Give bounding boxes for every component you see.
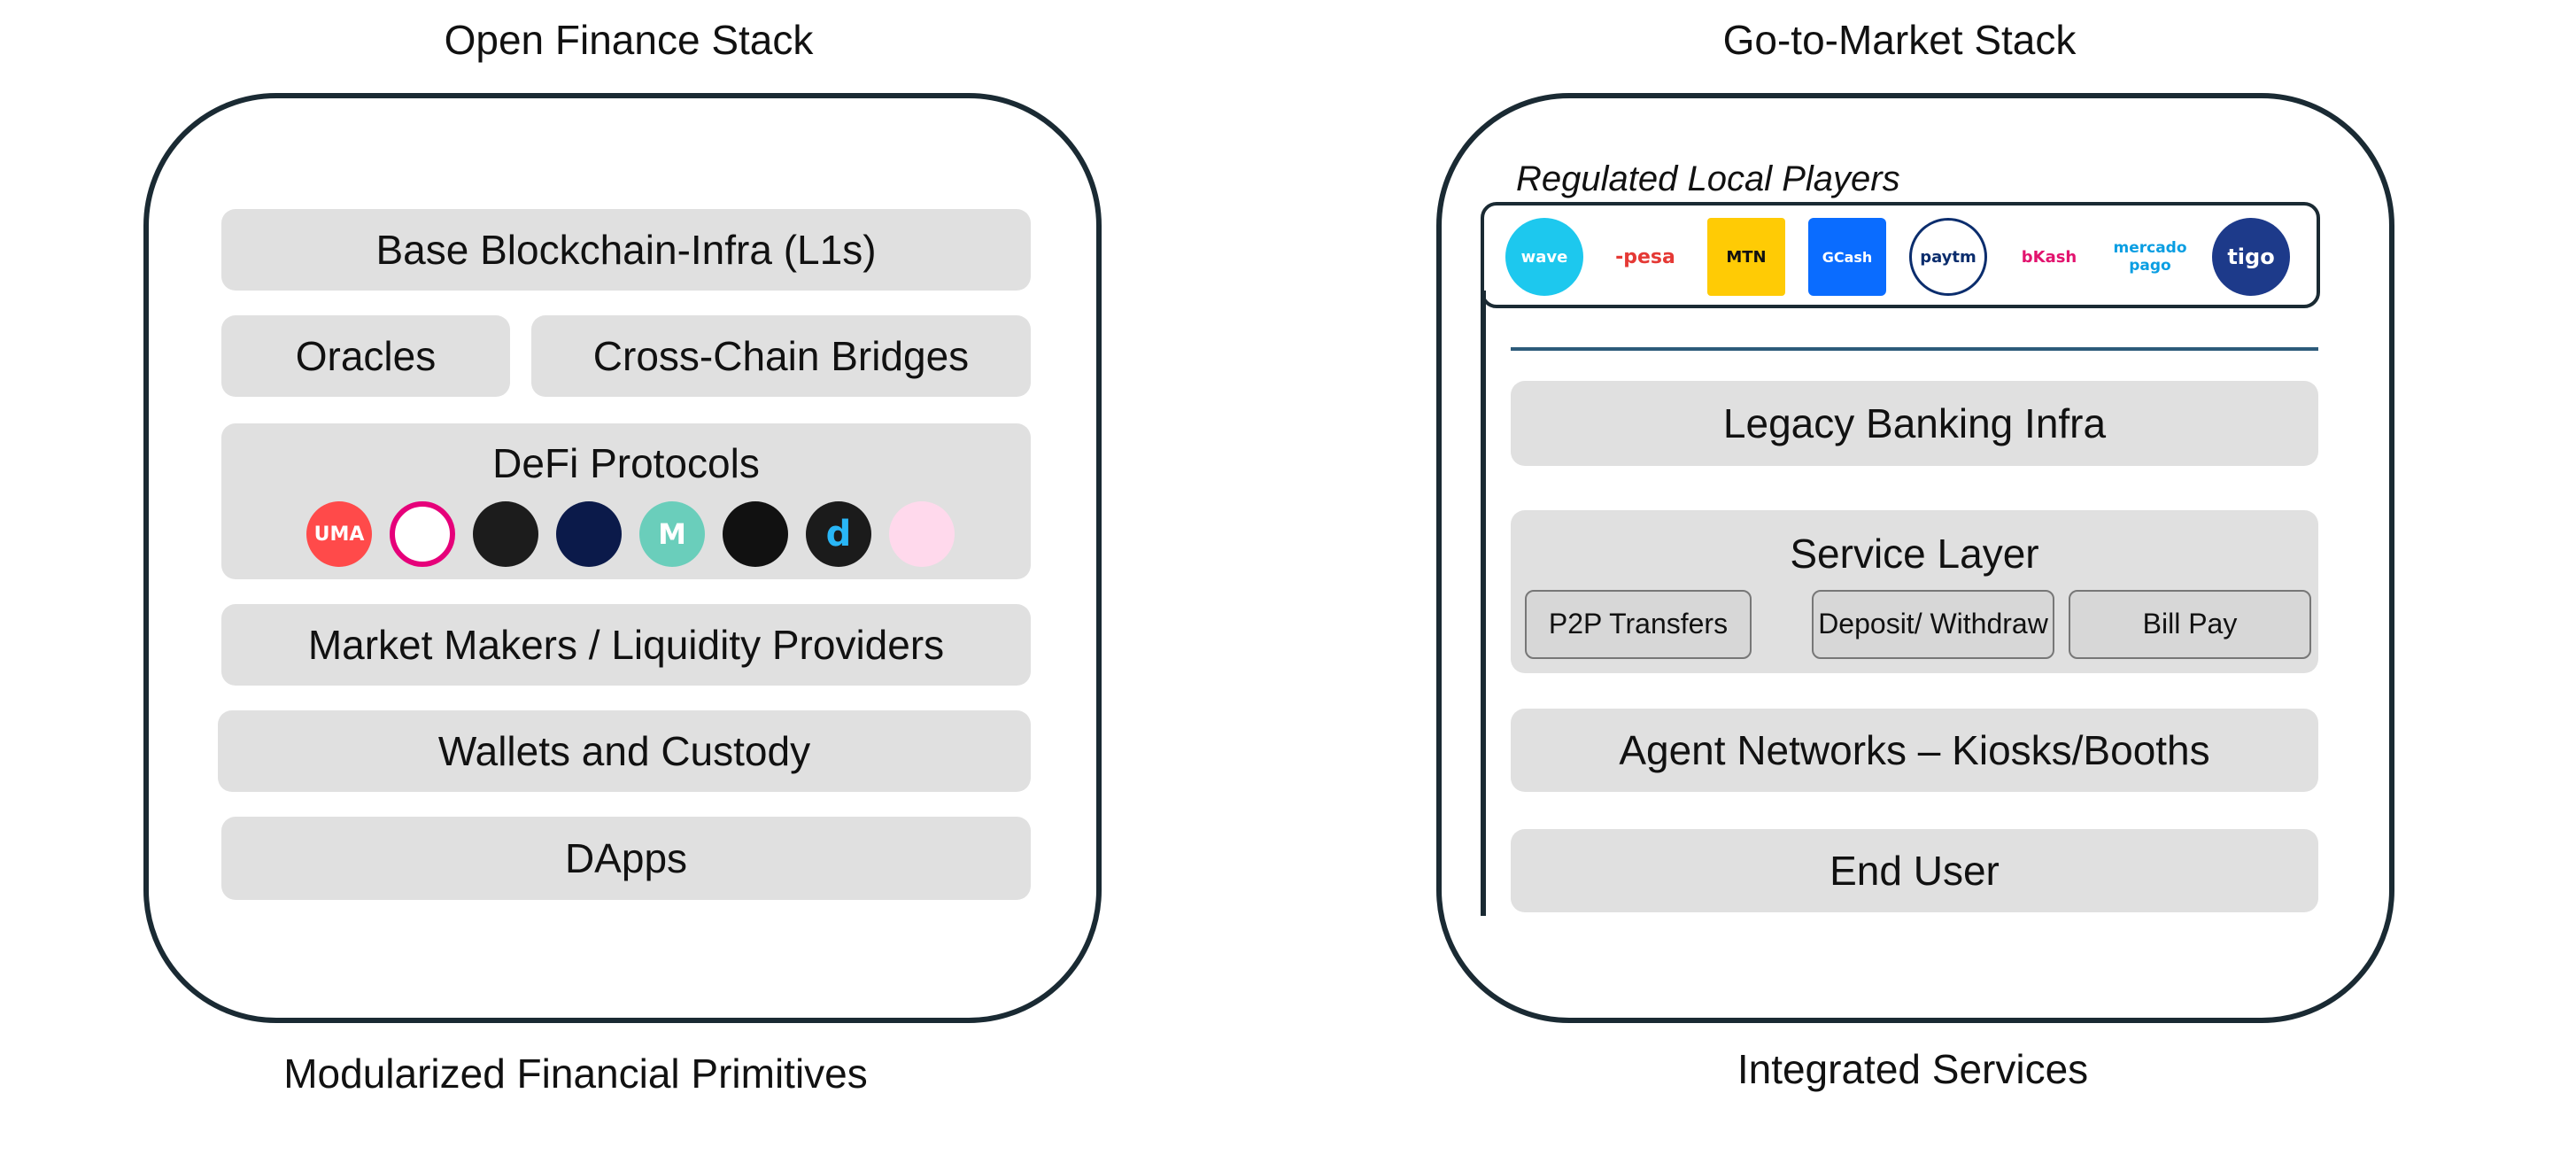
service-bill-pay: Bill Pay <box>2069 590 2311 659</box>
maker-logo-icon: M <box>639 501 705 567</box>
layer-wallets-custody: Wallets and Custody <box>218 710 1031 792</box>
layer-cross-chain-bridges: Cross-Chain Bridges <box>531 315 1031 397</box>
wave-logo-icon: wave <box>1505 218 1583 296</box>
layer-service: Service Layer P2P Transfers Deposit/ Wit… <box>1511 510 2318 673</box>
mercadopago-logo-icon: mercado pago <box>2111 218 2189 296</box>
layer-market-makers: Market Makers / Liquidity Providers <box>221 604 1031 686</box>
compound-logo-icon <box>723 501 788 567</box>
tigo-logo-icon: tigo <box>2212 218 2290 296</box>
vertical-connector-line <box>1481 291 1486 916</box>
left-stack-caption: Modularized Financial Primitives <box>283 1051 868 1097</box>
service-p2p-transfers: P2P Transfers <box>1525 590 1752 659</box>
synthetix-logo-icon <box>556 501 622 567</box>
polkadot-logo-icon <box>390 501 455 567</box>
layer-dapps: DApps <box>221 817 1031 900</box>
layer-oracles: Oracles <box>221 315 510 397</box>
left-stack-title: Open Finance Stack <box>444 17 814 63</box>
uniswap-logo-icon <box>889 501 955 567</box>
mpesa-logo-icon: -pesa <box>1606 218 1684 296</box>
right-stack-caption: Integrated Services <box>1737 1046 2089 1092</box>
service-deposit-withdraw: Deposit/ Withdraw <box>1812 590 2054 659</box>
layer-agent-networks: Agent Networks – Kiosks/Booths <box>1511 709 2318 792</box>
defi-protocols-label: DeFi Protocols <box>492 440 760 486</box>
uma-logo-icon: UMA <box>306 501 372 567</box>
regulated-players-box: wave -pesa MTN GCash paytm bKash mercado pago t… <box>1481 202 2320 308</box>
layer-legacy-banking: Legacy Banking Infra <box>1511 381 2318 466</box>
layer-end-user: End User <box>1511 829 2318 912</box>
bkash-logo-icon: bKash <box>2010 218 2088 296</box>
divider-line <box>1511 347 2318 351</box>
gcash-logo-icon: GCash <box>1808 218 1886 296</box>
dhedge-logo-icon: d <box>806 501 871 567</box>
layer-base-blockchain: Base Blockchain-Infra (L1s) <box>221 209 1031 291</box>
right-stack-title: Go-to-Market Stack <box>1722 17 2077 63</box>
mtn-logo-icon: MTN <box>1707 218 1785 296</box>
paytm-logo-icon: paytm <box>1909 218 1987 296</box>
service-layer-label: Service Layer <box>1790 531 2039 577</box>
dydx-style-logo-icon <box>473 501 538 567</box>
regulated-players-label: Regulated Local Players <box>1516 159 1900 198</box>
